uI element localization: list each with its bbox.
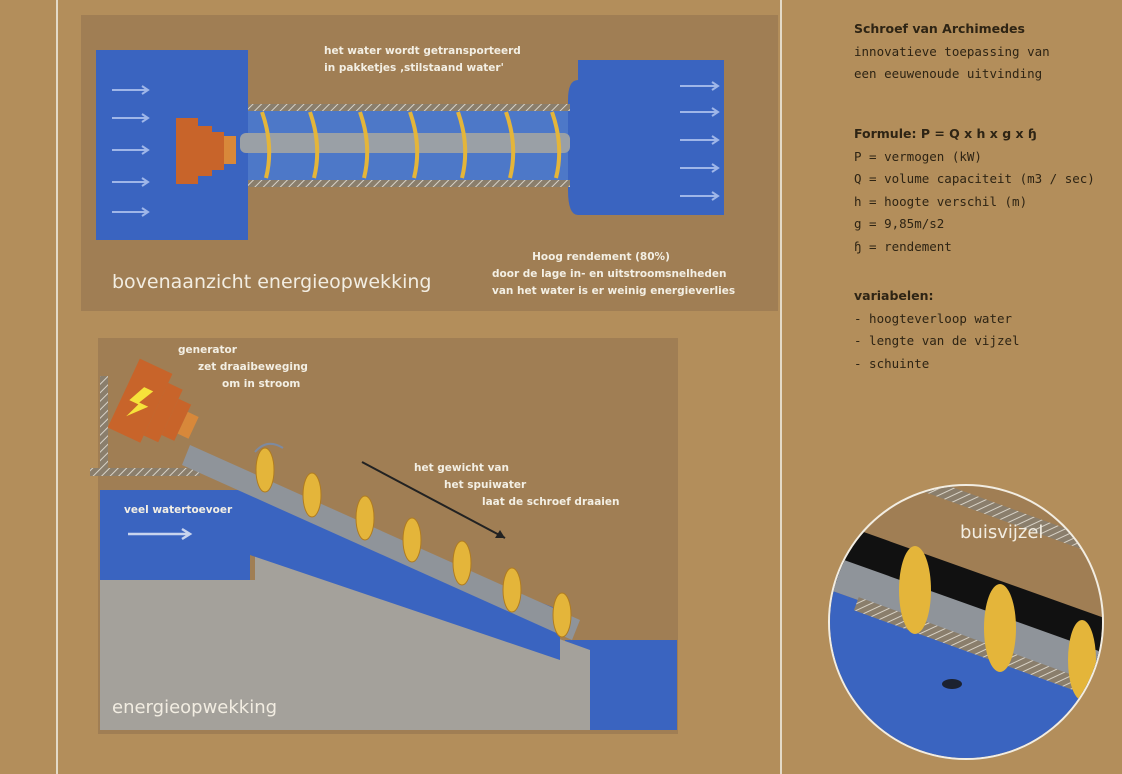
formula-line: h = hoogte verschil (m) <box>854 193 1028 209</box>
sheet-border-right <box>780 0 782 774</box>
water-on-slope <box>250 490 560 660</box>
screw-shaft-side <box>182 445 580 640</box>
lightning-icon <box>126 387 154 417</box>
rotation-arrow <box>254 442 284 453</box>
top-view-caption: bovenaanzicht energieopwekking <box>112 271 432 293</box>
detail-label: buisvijzel <box>960 522 1044 543</box>
variables-title: variabelen: <box>854 288 934 303</box>
note-weight-line: het spuiwater <box>444 479 527 491</box>
direction-arrow <box>361 461 506 539</box>
formula-line: ɧ = rendement <box>854 238 952 254</box>
dam-body <box>100 535 590 730</box>
note-generator-line: zet draaibeweging <box>198 361 308 373</box>
generator-wall <box>100 376 108 472</box>
inflow-arrow <box>128 527 193 541</box>
formula-line: g = 9,85m/s2 <box>854 216 945 231</box>
flow-arrows-in <box>112 85 150 217</box>
sidebar-variables: variabelen: - hoogteverloop water - leng… <box>854 285 1020 375</box>
screw-blades-top <box>260 111 562 179</box>
channel-wall-top <box>248 104 570 111</box>
top-view-diagram <box>96 50 724 240</box>
note-generator-line: om in stroom <box>222 378 301 390</box>
screw-blades-side <box>255 447 572 638</box>
note-transport: het water wordt getransporteerd in pakke… <box>324 43 521 77</box>
note-generator-line: generator <box>178 344 237 356</box>
fish-icon <box>942 679 962 689</box>
variable-item: - lengte van de vijzel <box>854 333 1020 348</box>
note-inflow: veel watertoevoer <box>124 504 233 516</box>
note-efficiency-line: door de lage in- en uitstroomsnelheden <box>492 268 727 280</box>
note-transport-line: het water wordt getransporteerd <box>324 45 521 57</box>
note-efficiency: Hoog rendement (80%) door de lage in- en… <box>492 249 736 300</box>
sidebar-subtitle-line: een eeuwenoude uitvinding <box>854 66 1043 81</box>
note-efficiency-line: van het water is er weinig energieverlie… <box>492 285 736 297</box>
sidebar-title: Schroef van Archimedes <box>854 21 1025 36</box>
note-weight-line: laat de schroef draaien <box>482 496 620 508</box>
side-view-caption: energieopwekking <box>112 697 278 718</box>
sidebar-subtitle-line: innovatieve toepassing van <box>854 43 1050 59</box>
formula-title: Formule: P = Q x h x g x ɧ <box>854 126 1037 141</box>
side-view-diagram <box>90 358 677 730</box>
formula-line: Q = volume capaciteit (m3 / sec) <box>854 171 1095 186</box>
note-weight: het gewicht van het spuiwater laat de sc… <box>414 460 619 511</box>
sheet-border-left <box>56 0 58 774</box>
sidebar-formula: Formule: P = Q x h x g x ɧ P = vermogen … <box>854 123 1095 258</box>
note-weight-line: het gewicht van <box>414 462 509 474</box>
sidebar-intro: Schroef van Archimedes innovatieve toepa… <box>854 18 1050 86</box>
variable-item: - schuinte <box>854 355 930 371</box>
note-transport-line: in pakketjes ‚stilstaand water' <box>324 62 504 74</box>
generator-top <box>176 118 236 184</box>
screw-shaft <box>240 133 570 153</box>
note-generator: generator zet draaibeweging om in stroom <box>178 342 308 393</box>
direction-arrowhead <box>495 530 505 538</box>
generator-side <box>107 358 199 443</box>
detail-circle <box>828 484 1104 760</box>
channel-wall-bottom <box>248 180 570 187</box>
generator-platform <box>90 468 200 476</box>
variable-item: - hoogteverloop water <box>854 310 1013 326</box>
outlet-basin <box>568 60 724 215</box>
formula-line: P = vermogen (kW) <box>854 148 982 164</box>
note-efficiency-line: Hoog rendement (80%) <box>532 251 670 263</box>
flow-arrows-out <box>680 81 720 201</box>
